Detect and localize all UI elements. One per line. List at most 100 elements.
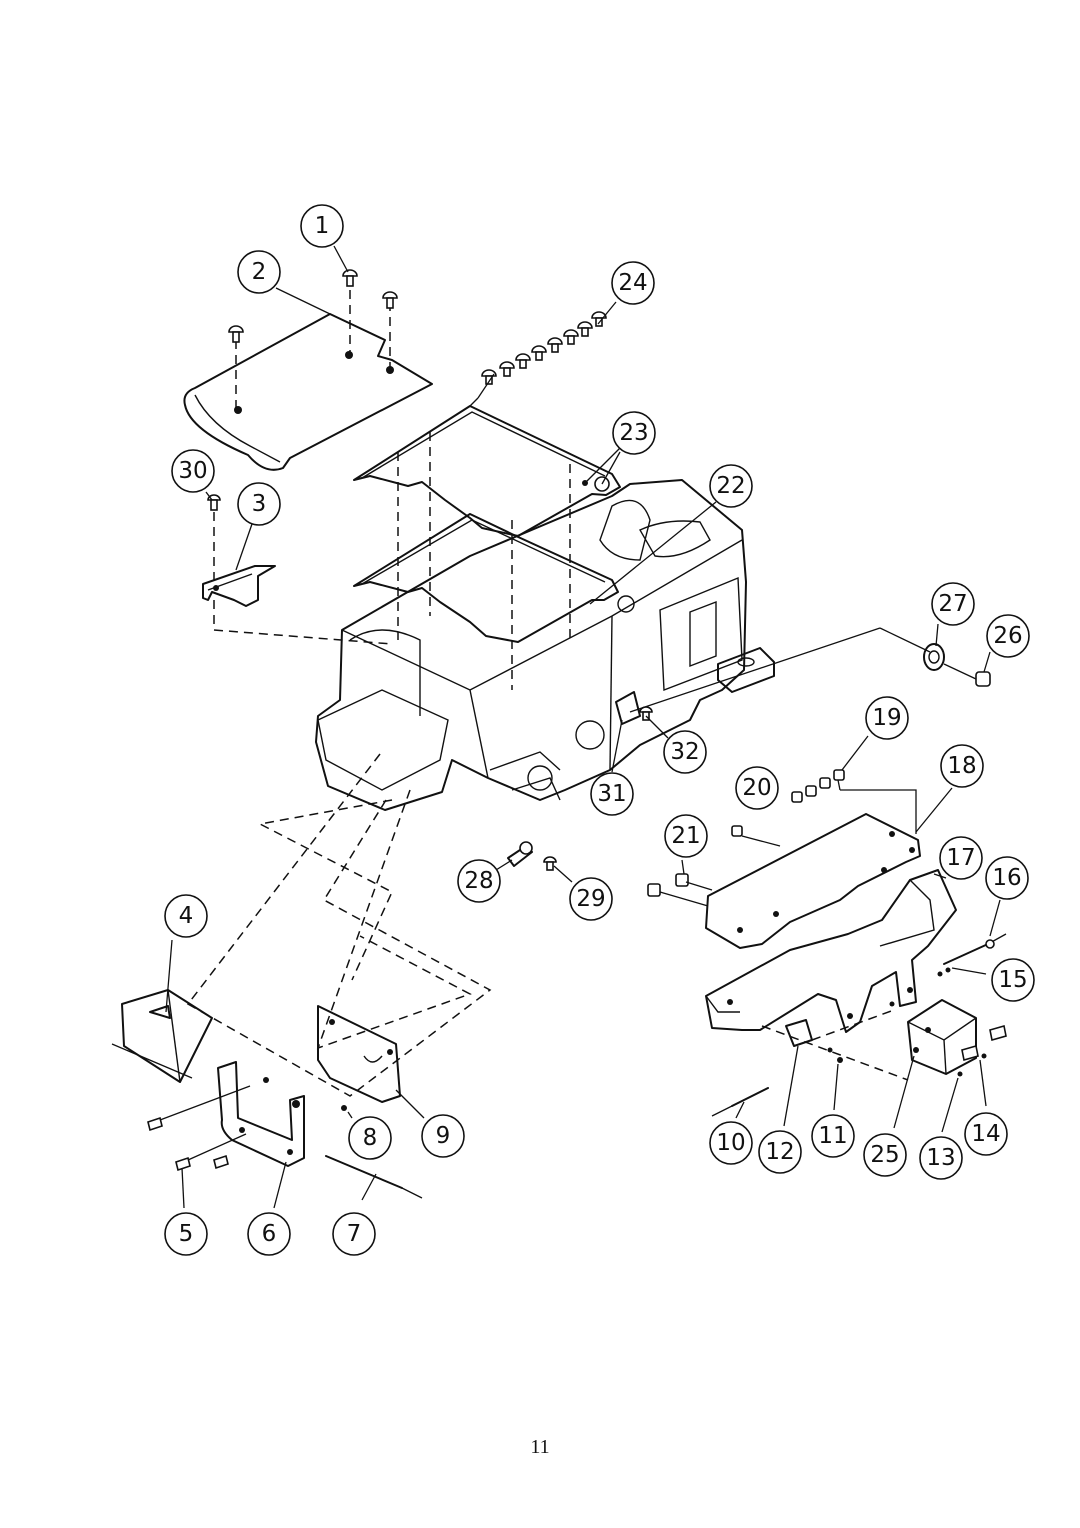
callout-number: 5 (179, 1221, 194, 1247)
callout-circle (865, 696, 909, 740)
callout-circle (758, 1130, 802, 1174)
callout-number: 14 (971, 1121, 1000, 1147)
callout-21: 21 (664, 814, 708, 858)
callout-3: 3 (237, 482, 281, 526)
callout-number: 15 (998, 967, 1027, 993)
callout-circle (735, 766, 779, 810)
callout-circle (590, 772, 634, 816)
callout-number: 27 (938, 591, 967, 617)
callout-number: 2 (252, 259, 267, 285)
callout-9: 9 (421, 1114, 465, 1158)
page-number: 11 (530, 1436, 550, 1458)
callout-circle (569, 877, 613, 921)
callout-number: 22 (716, 473, 745, 499)
callout-number: 1 (315, 213, 330, 239)
callout-number: 19 (872, 705, 901, 731)
callout-circle (663, 730, 707, 774)
upper-gasket-plate (353, 397, 621, 537)
small-parts-31-32 (611, 627, 931, 773)
callout-number: 8 (363, 1125, 378, 1151)
callout-5: 5 (164, 1212, 208, 1256)
bracket-part-4 (111, 939, 213, 1083)
callout-number: 17 (946, 845, 975, 871)
callout-number: 31 (597, 781, 626, 807)
callout-circle (247, 1212, 291, 1256)
guide-line-part-16 (989, 899, 1001, 937)
callout-1: 1 (300, 204, 344, 248)
callout-13: 13 (919, 1136, 963, 1180)
callout-circle (164, 1212, 208, 1256)
callout-circle (939, 836, 983, 880)
callout-circle (931, 582, 975, 626)
small-bracket-part-3 (202, 494, 393, 645)
callout-32: 32 (663, 730, 707, 774)
callout-6: 6 (247, 1212, 291, 1256)
callout-10: 10 (709, 1121, 753, 1165)
callout-number: 25 (870, 1142, 899, 1168)
callout-29: 29 (569, 877, 613, 921)
callout-number: 20 (742, 775, 771, 801)
callout-30: 30 (171, 449, 215, 493)
callout-circle (237, 250, 281, 294)
callout-circle (986, 614, 1030, 658)
callout-circle (709, 1121, 753, 1165)
callout-23: 23 (612, 411, 656, 455)
callout-number: 13 (926, 1145, 955, 1171)
callout-circle (421, 1114, 465, 1158)
callout-circle (863, 1133, 907, 1177)
screws-part-1 (228, 269, 398, 408)
callout-number: 6 (262, 1221, 277, 1247)
callout-circle (171, 449, 215, 493)
small-parts-23-22 (582, 447, 717, 605)
callout-number: 24 (618, 270, 647, 296)
callout-circle (457, 859, 501, 903)
lower-gasket-plate (353, 513, 619, 643)
callout-number: 12 (765, 1139, 794, 1165)
callout-number: 28 (464, 868, 493, 894)
screws-part-5 (147, 1077, 269, 1209)
callout-15: 15 (991, 958, 1035, 1002)
callout-leaders (205, 245, 991, 833)
callout-number: 11 (818, 1123, 847, 1149)
main-housing (315, 479, 775, 811)
callout-circle (612, 411, 656, 455)
callout-number: 9 (436, 1123, 451, 1149)
callout-11: 11 (811, 1114, 855, 1158)
callout-19: 19 (865, 696, 909, 740)
callout-31: 31 (590, 772, 634, 816)
callout-number: 26 (993, 623, 1022, 649)
shaft-part-7 (325, 1105, 423, 1201)
callout-circle (164, 894, 208, 938)
top-cover-plate (183, 313, 433, 471)
callout-number: 4 (179, 903, 194, 929)
cover-plate-part-18 (705, 813, 921, 949)
assembly-guide-lines-left (186, 753, 492, 1097)
callout-number: 29 (576, 886, 605, 912)
callout-circle (919, 1136, 963, 1180)
block-part-25 (893, 999, 977, 1129)
callout-number: 21 (671, 823, 700, 849)
callout-circle (811, 1114, 855, 1158)
callout-27: 27 (931, 582, 975, 626)
callout-16: 16 (985, 856, 1029, 900)
callout-circle (348, 1116, 392, 1160)
callout-circle (709, 464, 753, 508)
callout-26: 26 (986, 614, 1030, 658)
plate-part-9 (317, 1005, 425, 1119)
callout-circle (991, 958, 1035, 1002)
callout-20: 20 (735, 766, 779, 810)
callout-number: 3 (252, 491, 267, 517)
callout-14: 14 (964, 1112, 1008, 1156)
callout-18: 18 (940, 744, 984, 788)
screw-row-part-24 (481, 311, 607, 385)
callout-circle (940, 744, 984, 788)
callout-number: 7 (347, 1221, 362, 1247)
callout-22: 22 (709, 464, 753, 508)
callout-2: 2 (237, 250, 281, 294)
callout-24: 24 (611, 261, 655, 305)
screws-parts-19-20-21 (647, 769, 917, 907)
arm-bracket-part-17 (705, 869, 957, 1033)
callout-7: 7 (332, 1212, 376, 1256)
